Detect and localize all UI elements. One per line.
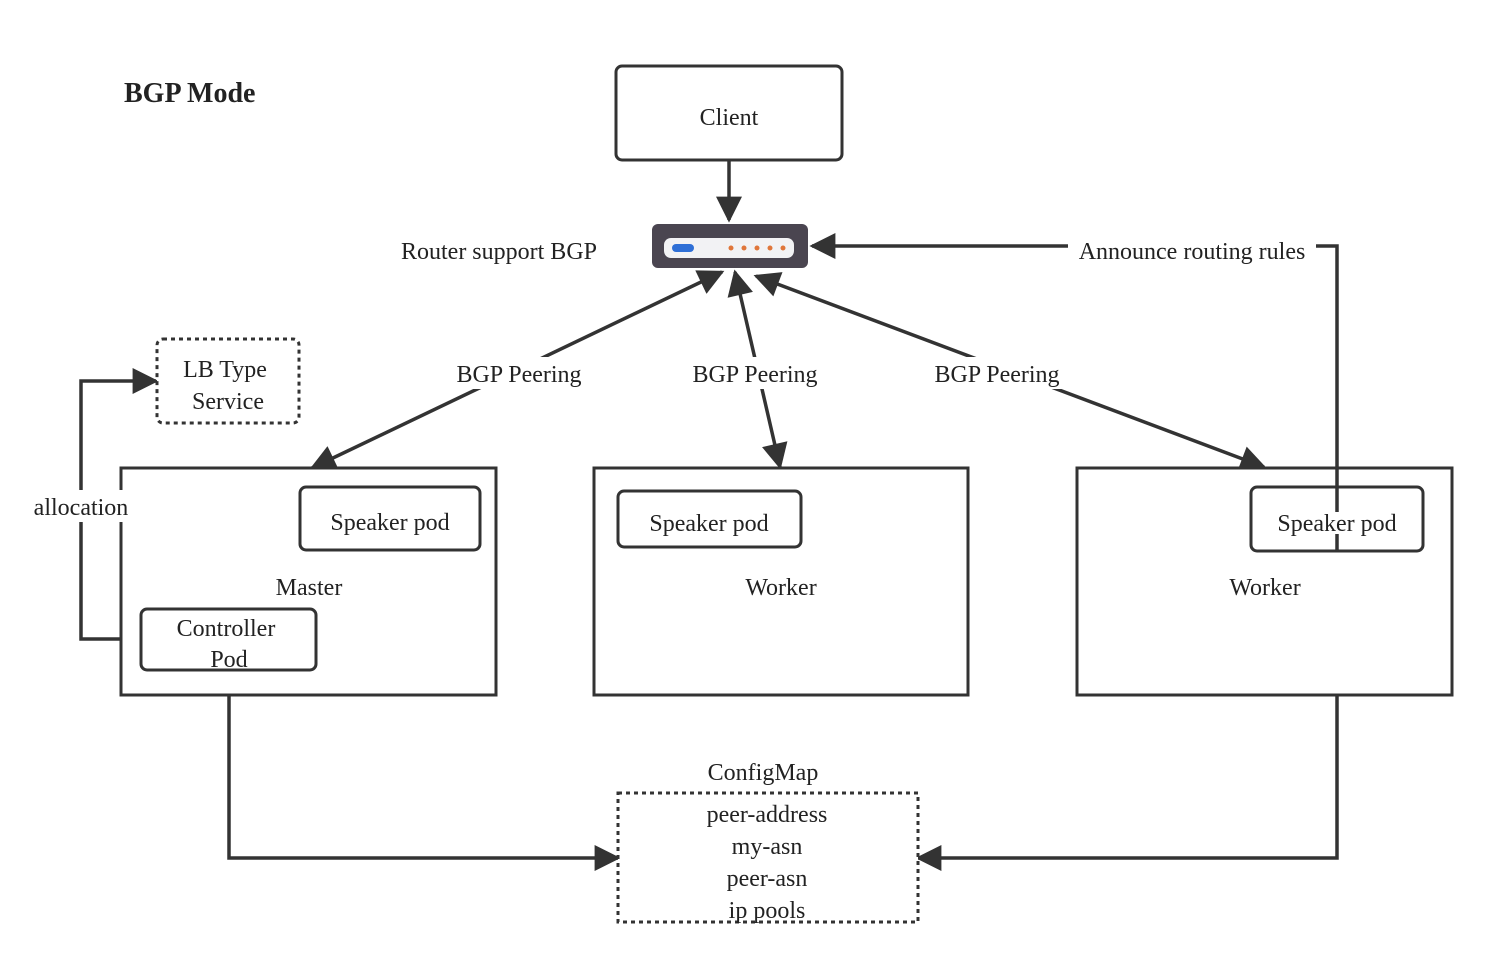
- router-label: Router support BGP: [401, 239, 597, 265]
- lb-service-label-line2: Service: [192, 389, 264, 415]
- peering-right-label-bg: [926, 357, 1068, 389]
- controller-to-configmap-edge: [227, 670, 621, 871]
- router-icon: [652, 224, 808, 268]
- peering-left-label: BGP Peering: [456, 362, 581, 388]
- speaker-pod-worker2-label: Speaker pod: [1277, 511, 1396, 537]
- speaker-pod-master-box: [298, 485, 482, 552]
- controller-pod-label-line2: Pod: [210, 647, 247, 673]
- configmap-item: peer-address: [707, 802, 828, 828]
- peering-right-label: BGP Peering: [934, 362, 1059, 388]
- client-box: [614, 64, 844, 162]
- configmap-item: ip pools: [729, 898, 806, 924]
- diagram-title: BGP Mode: [124, 78, 255, 109]
- configmap-box: [616, 791, 920, 924]
- client-label: Client: [700, 105, 759, 131]
- announce-label-bg: [1068, 234, 1316, 266]
- speaker-pod-worker1-box: [616, 489, 803, 549]
- worker2-label: Worker: [1229, 575, 1300, 601]
- configmap-item: my-asn: [732, 834, 803, 860]
- lb-service-box: [155, 337, 301, 425]
- lb-service-label-line1: LB Type: [183, 357, 267, 383]
- speaker-pod-worker2-label-bg: [1265, 512, 1409, 534]
- master-label: Master: [276, 575, 343, 601]
- configmap-title: ConfigMap: [708, 760, 819, 786]
- announce-label: Announce routing rules: [1079, 239, 1306, 265]
- peering-center-label-bg: [684, 357, 826, 389]
- speaker-pod-worker1-label: Speaker pod: [649, 511, 768, 537]
- peering-center-label: BGP Peering: [692, 362, 817, 388]
- controller-pod-label-line1: Controller: [177, 616, 276, 642]
- allocation-label-bg: [28, 490, 134, 522]
- speaker-pod-master-label: Speaker pod: [330, 510, 449, 536]
- worker1-label: Worker: [745, 575, 816, 601]
- peering-left-label-bg: [448, 357, 590, 389]
- allocation-label: allocation: [34, 495, 129, 521]
- controller-pod-box: [139, 607, 318, 672]
- configmap-item: peer-asn: [727, 866, 808, 892]
- announce-edge: [809, 233, 1339, 487]
